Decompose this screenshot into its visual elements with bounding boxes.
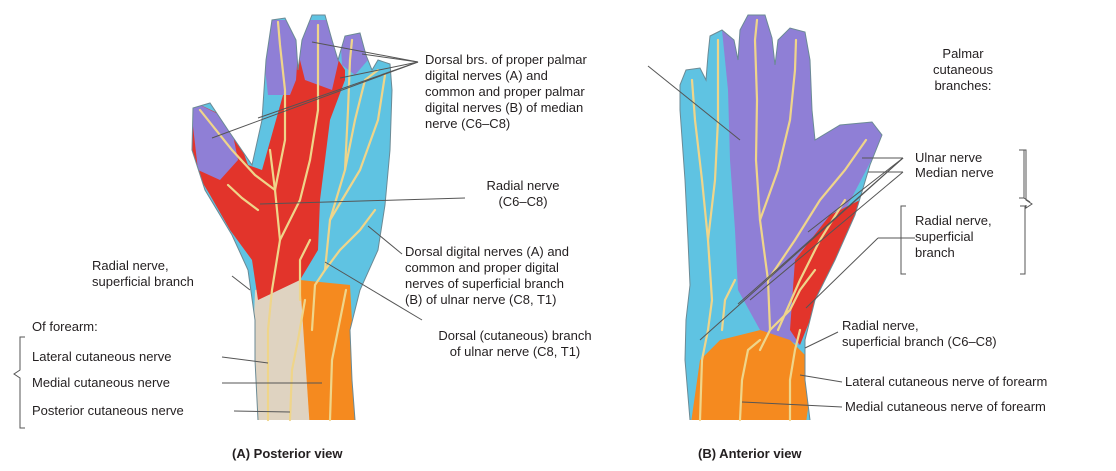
label-line: Dorsal (cutaneous) branch (420, 328, 610, 344)
label-line: Palmar (918, 46, 1008, 62)
label-line: (B) of ulnar nerve (C8, T1) (405, 292, 569, 308)
anterior-hand (670, 0, 900, 430)
caption-posterior-view: (A) Posterior view (232, 446, 343, 461)
label-ulnar-nerve: Ulnar nerve (915, 150, 982, 166)
label-medial-cutaneous-nerve: Medial cutaneous nerve (32, 375, 170, 391)
label-lateral-cutaneous-nerve: Lateral cutaneous nerve (32, 349, 171, 365)
label-line: common and proper palmar (425, 84, 587, 100)
label-line: digital nerves (A) and (425, 68, 587, 84)
label-lateral-cutaneous-forearm: Lateral cutaneous nerve of forearm (845, 374, 1047, 390)
label-line: branch (915, 245, 992, 261)
label-line: (C6–C8) (468, 194, 578, 210)
label-posterior-cutaneous-nerve: Posterior cutaneous nerve (32, 403, 184, 419)
label-radial-nerve: Radial nerve (C6–C8) (468, 178, 578, 210)
label-line: Radial nerve, (915, 213, 992, 229)
label-of-forearm: Of forearm: (32, 319, 98, 335)
label-median-nerve: Median nerve (915, 165, 994, 181)
label-dorsal-cutaneous-branch: Dorsal (cutaneous) branch of ulnar nerve… (420, 328, 610, 360)
label-line: superficial branch (C6–C8) (842, 334, 997, 350)
label-line: Dorsal digital nerves (A) and (405, 244, 569, 260)
posterior-hand (180, 0, 410, 430)
label-line: common and proper digital (405, 260, 569, 276)
label-radial-superficial-branch: Radial nerve, superficial branch (92, 258, 194, 290)
label-line: nerve (C6–C8) (425, 116, 587, 132)
label-line: of ulnar nerve (C8, T1) (420, 344, 610, 360)
label-palmar-cutaneous-branches: Palmar cutaneous branches: (918, 46, 1008, 94)
label-line: Dorsal brs. of proper palmar (425, 52, 587, 68)
label-line: branches: (918, 78, 1008, 94)
label-line: Radial nerve, (92, 258, 194, 274)
label-line: digital nerves (B) of median (425, 100, 587, 116)
label-dorsal-digital-nerves: Dorsal digital nerves (A) and common and… (405, 244, 569, 308)
label-radial-superficial-palmar: Radial nerve, superficial branch (915, 213, 992, 261)
label-line: nerves of superficial branch (405, 276, 569, 292)
label-radial-superficial-c6-c8: Radial nerve, superficial branch (C6–C8) (842, 318, 997, 350)
label-line: Radial nerve (468, 178, 578, 194)
label-medial-cutaneous-forearm: Medial cutaneous nerve of forearm (845, 399, 1046, 415)
label-line: superficial (915, 229, 992, 245)
caption-anterior-view: (B) Anterior view (698, 446, 802, 461)
label-line: Radial nerve, (842, 318, 997, 334)
label-dorsal-branches: Dorsal brs. of proper palmar digital ner… (425, 52, 587, 132)
label-line: cutaneous (918, 62, 1008, 78)
label-line: superficial branch (92, 274, 194, 290)
